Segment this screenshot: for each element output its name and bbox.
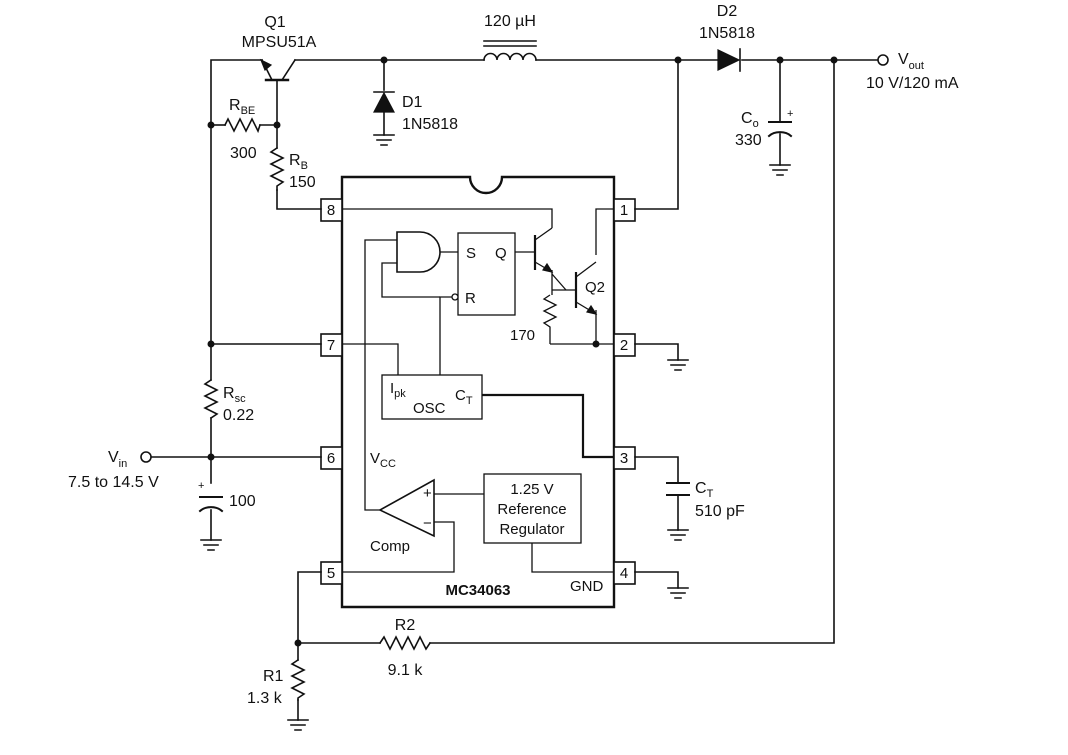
- svg-text:3: 3: [620, 450, 628, 467]
- gnd-label: GND: [570, 578, 604, 595]
- internal-wires: [342, 208, 614, 573]
- comp-minus: −: [423, 515, 432, 532]
- ic-body: [340, 175, 616, 609]
- d2-diode-symbol: [717, 48, 741, 72]
- rb-value: 150: [289, 174, 316, 191]
- cin-polarity: +: [198, 480, 204, 492]
- r2-resistor-symbol: [378, 635, 432, 651]
- ground-icon: [769, 164, 791, 176]
- pin-7: 7: [320, 333, 343, 357]
- rb-label: RB: [289, 152, 308, 172]
- d1-part: 1N5818: [402, 116, 458, 133]
- ground-icon: [667, 529, 689, 541]
- cin-value: 100: [229, 493, 256, 510]
- vin-label: Vin: [108, 449, 127, 470]
- ipk-label: Ipk: [390, 380, 406, 400]
- comp-plus: +: [423, 485, 432, 502]
- svg-text:8: 8: [327, 202, 335, 219]
- co-label: Co: [741, 110, 759, 130]
- rsc-label: Rsc: [223, 385, 246, 405]
- inductor-value: 120 µH: [484, 13, 536, 30]
- reference-regulator-box: [483, 473, 582, 544]
- ct-capacitor-symbol: [666, 482, 690, 496]
- internal-170-value: 170: [510, 327, 535, 344]
- osc-ct-label: CT: [455, 387, 473, 407]
- d2-ref: D2: [717, 3, 738, 20]
- latch-q-label: Q: [495, 245, 507, 262]
- q2-label: Q2: [585, 279, 605, 296]
- ref-line2: Reference: [497, 501, 566, 518]
- vout-spec: 10 V/120 mA: [866, 75, 959, 92]
- inversion-bubble-icon: [451, 293, 459, 301]
- comparator-symbol: [378, 478, 435, 538]
- pin-3: 3: [613, 446, 636, 470]
- d2-part: 1N5818: [699, 25, 755, 42]
- external-wires: [150, 59, 878, 721]
- ground-icon: [373, 134, 395, 146]
- svg-text:7: 7: [327, 337, 335, 354]
- r1-ref: R1: [263, 668, 284, 685]
- r1-value: 1.3 k: [247, 690, 283, 707]
- sr-latch-box: [457, 232, 516, 316]
- rb-resistor-symbol: [269, 146, 285, 191]
- vin-spec: 7.5 to 14.5 V: [68, 474, 159, 491]
- oscillator-box: [381, 374, 483, 420]
- ref-line1: 1.25 V: [510, 481, 553, 498]
- svg-text:1: 1: [620, 202, 628, 219]
- ground-icon: [667, 587, 689, 599]
- pin-5: 5: [320, 561, 343, 585]
- svg-text:2: 2: [620, 337, 628, 354]
- q2-transistor-symbol: [574, 261, 598, 315]
- cin-capacitor-symbol: [198, 496, 224, 513]
- ground-icon: [200, 539, 222, 551]
- comp-label: Comp: [370, 538, 410, 555]
- osc-label: OSC: [413, 400, 446, 417]
- svg-text:6: 6: [327, 450, 335, 467]
- rbe-value: 300: [230, 145, 257, 162]
- q1-transistor-symbol: [259, 58, 297, 82]
- svg-text:4: 4: [620, 565, 628, 582]
- vin-terminal-icon: [140, 451, 152, 463]
- ref-line3: Regulator: [499, 521, 564, 538]
- r2-value: 9.1 k: [388, 662, 424, 679]
- r1-resistor-symbol: [290, 658, 306, 701]
- pin-4: 4: [613, 561, 636, 585]
- ct-label: CT: [695, 480, 714, 500]
- internal-170-resistor-symbol: [542, 294, 558, 330]
- d1-ref: D1: [402, 94, 423, 111]
- ground-icon: [667, 359, 689, 371]
- r2-ref: R2: [395, 617, 416, 634]
- d1-diode-symbol: [373, 91, 395, 113]
- q1-part: MPSU51A: [242, 34, 317, 51]
- vout-terminal-icon: [877, 54, 889, 66]
- ground-icon: [287, 719, 309, 731]
- rbe-label: RBE: [229, 97, 255, 117]
- pin-8: 8: [320, 198, 343, 222]
- vcc-label: VCC: [370, 450, 396, 470]
- latch-r-label: R: [465, 290, 476, 307]
- q1-ref: Q1: [264, 14, 285, 31]
- pin-6: 6: [320, 446, 343, 470]
- pin-1: 1: [613, 198, 636, 222]
- inductor-symbol: [483, 40, 537, 61]
- junction-dots: [207, 56, 838, 647]
- ct-value: 510 pF: [695, 503, 745, 520]
- pin-2: 2: [613, 333, 636, 357]
- ic-part-label: MC34063: [445, 582, 510, 599]
- driver-transistor-symbol: [533, 227, 554, 273]
- rbe-resistor-symbol: [223, 117, 262, 134]
- co-capacitor-symbol: [767, 121, 793, 138]
- and-gate-symbol: [396, 231, 441, 273]
- co-polarity: +: [787, 108, 793, 120]
- co-value: 330: [735, 132, 762, 149]
- vout-label: Vout: [898, 51, 924, 72]
- svg-text:5: 5: [327, 565, 335, 582]
- rsc-value: 0.22: [223, 407, 254, 424]
- latch-s-label: S: [466, 245, 476, 262]
- rsc-resistor-symbol: [203, 378, 219, 420]
